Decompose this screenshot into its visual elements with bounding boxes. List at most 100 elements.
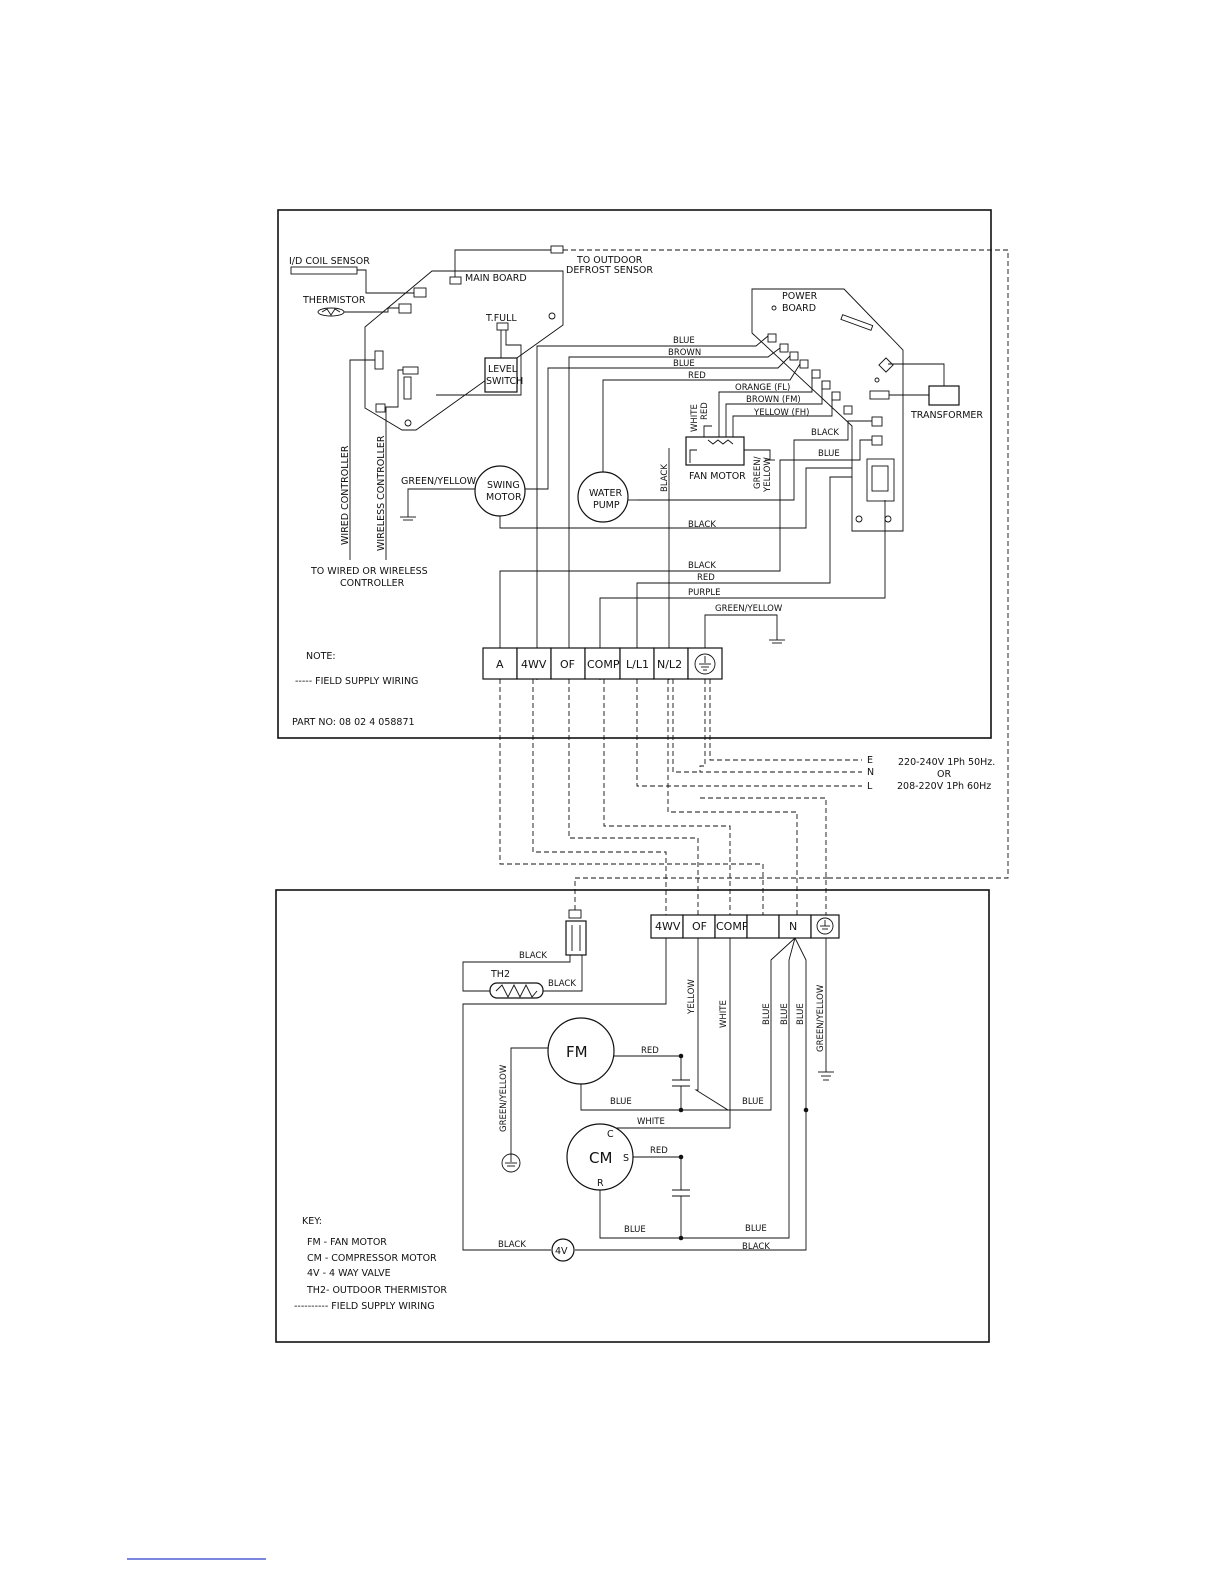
mount-hole [855,515,863,523]
field-wire-n [667,679,798,916]
field-wire-4wv [532,679,667,916]
indoor-terminal-block: A 4WV OF COMP L/L1 N/L2 [482,647,723,680]
terminal-ground [810,914,840,939]
wire-blue-3 [499,439,872,680]
wire-label: RED [688,371,706,381]
terminal-label: 4WV [655,920,681,933]
supply-or: OR [937,769,951,780]
wire-yellow [462,938,667,1251]
terminal-n-l2 [653,647,689,680]
transformer-label: TRANSFORMER [910,410,983,421]
power-board-connector [767,333,777,343]
board-label: BOARD [782,303,816,314]
terminal-label: L/L1 [626,658,649,671]
wire [888,363,945,386]
th2-plug-icon [568,909,582,919]
outdoor-fan-motor [547,1017,615,1085]
supply-l: L [867,781,873,792]
power-board-connector [821,380,831,390]
wire-orange [718,370,813,437]
terminal-label: A [496,658,504,671]
water-pump [577,471,629,523]
wire-black-1 [637,420,872,501]
key-th2: TH2- OUTDOOR THERMISTOR [306,1285,447,1296]
key-fm: FM - FAN MOTOR [307,1237,387,1248]
wire-red [614,1055,682,1080]
yellow-label: YELLOW [687,979,697,1015]
wired-controller-label: WIRED CONTROLLER [340,445,351,545]
supply-e: E [867,755,873,766]
terminal-4wv [516,647,552,680]
wire-blue-4v [575,937,807,1251]
pump-label: PUMP [593,500,620,511]
wire [349,359,375,560]
power-label: POWER [782,291,818,302]
coil-sensor-probe [290,266,358,275]
swing-label: SWING [487,480,520,491]
main-board-connector [398,303,412,314]
wire-blue-2 [525,355,791,490]
wire-label: PURPLE [688,588,721,598]
indoor-fan-motor [685,436,745,466]
main-board-connector [403,376,412,400]
coil-icon [707,439,734,445]
defrost-sensor-label: DEFROST SENSOR [566,265,653,276]
wire-yellow-fh [732,392,833,437]
motor-label: MOTOR [486,492,522,503]
field-wire [672,679,700,773]
power-board-connector [871,416,883,427]
wire-label: BROWN [668,348,701,358]
terminal-label: COMP [716,920,749,933]
indoor-unit-frame [277,209,992,739]
power-board [751,288,904,532]
wire [357,269,414,294]
blue-label: BLUE [796,1003,806,1025]
wire-label: BLUE [673,359,695,369]
to-controller-label: TO WIRED OR WIRELESS [310,566,428,577]
main-board-connector [449,276,462,285]
main-board-connector [413,287,427,298]
wire [744,449,771,460]
wire-label: BLUE [745,1224,767,1234]
supply-n: N [867,767,874,778]
id-coil-sensor-label: I/D COIL SENSOR [289,256,370,267]
wire-label: BLUE [818,449,840,459]
terminal-label: 4WV [521,658,547,671]
controller-label: CONTROLLER [340,578,405,589]
main-board-connector [402,366,419,375]
wire-label: ORANGE (FL) [735,383,790,393]
power-board-header [840,314,874,331]
wire-black [462,955,571,992]
connector-icon [550,245,564,254]
field-wire-defrost [574,877,828,910]
th2-label: TH2 [490,969,510,980]
field-supply-note: ----- FIELD SUPPLY WIRING [295,676,418,687]
wire [385,369,403,560]
terminal-label: N/L2 [657,658,682,671]
junction-dot [678,1107,684,1113]
field-wire [499,679,764,916]
transformer [928,385,960,406]
field-wire-n [699,679,862,773]
wire-label: BLACK [548,979,576,989]
wire-label: BLUE [742,1097,764,1107]
t-full-label: T.FULL [485,313,517,324]
transformer-connector [869,390,890,400]
key-field-supply: ---------- FIELD SUPPLY WIRING [294,1301,435,1312]
junction-dot [678,1235,684,1241]
power-board-connector [871,435,883,446]
wire-white [611,938,731,1129]
outdoor-terminal-block: 4WV OF COMP N [650,914,840,939]
yellow-label: YELLOW [763,457,773,493]
cm-label: CM [589,1149,612,1167]
black-label: BLACK [660,464,670,492]
ground-icon [816,917,834,935]
wire-brown [568,347,781,680]
level-switch [484,357,518,393]
wire-label: RED [697,573,715,583]
wire-purple [599,500,886,680]
wireless-controller-label: WIRELESS CONTROLLER [376,435,387,551]
wire-label: BLACK [498,1240,526,1250]
wire-label: YELLOW (FH) [753,408,809,418]
